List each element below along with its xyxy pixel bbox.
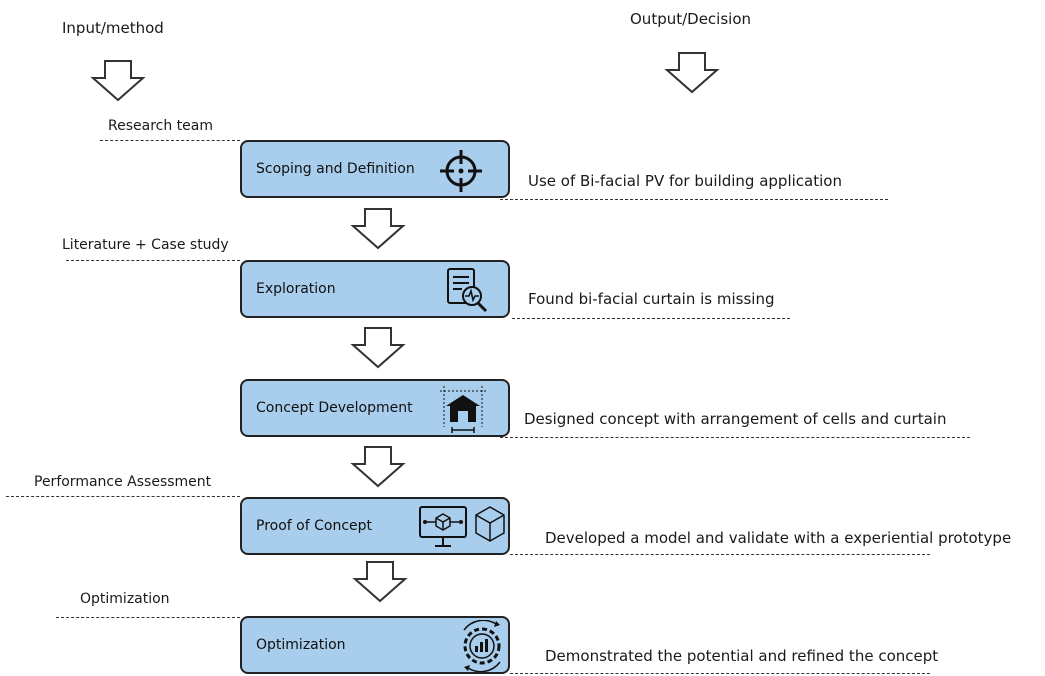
input-label-research-team: Research team (108, 118, 213, 134)
monitor-cube-icon (419, 506, 505, 547)
output-label-proof: Developed a model and validate with a ex… (545, 529, 1012, 547)
output-dashed-line (510, 673, 930, 674)
output-dashed-line (512, 318, 790, 319)
step-label: Optimization (256, 637, 346, 653)
step-box-concept-development: Concept Development (240, 379, 510, 437)
input-header-arrow (90, 60, 146, 102)
input-dashed-line (100, 140, 240, 141)
output-label-concept: Designed concept with arrangement of cel… (524, 410, 947, 428)
flow-arrow-4 (352, 561, 408, 603)
input-label-literature: Literature + Case study (62, 237, 229, 253)
output-label-scoping: Use of Bi-facial PV for building applica… (528, 172, 842, 190)
output-header-arrow (664, 52, 720, 94)
step-box-exploration: Exploration (240, 260, 510, 318)
output-dashed-line (500, 199, 888, 200)
gear-chart-icon (463, 620, 501, 672)
house-blueprint-icon (440, 386, 486, 433)
input-method-header: Input/method (62, 19, 164, 37)
step-label: Proof of Concept (256, 518, 372, 534)
flow-arrow-2 (350, 327, 406, 369)
document-analysis-icon (447, 268, 488, 313)
input-label-performance: Performance Assessment (34, 474, 212, 490)
flow-arrow-3 (350, 446, 406, 488)
step-box-optimization: Optimization (240, 616, 510, 674)
step-box-proof-of-concept: Proof of Concept (240, 497, 510, 555)
step-box-scoping: Scoping and Definition (240, 140, 510, 198)
step-label: Exploration (256, 281, 336, 297)
flow-arrow-1 (350, 208, 406, 250)
input-label-optimization: Optimization (80, 591, 170, 607)
step-label: Concept Development (256, 400, 413, 416)
input-dashed-line (56, 617, 240, 618)
input-dashed-line (66, 260, 240, 261)
step-label: Scoping and Definition (256, 161, 415, 177)
target-icon (440, 150, 482, 192)
output-decision-header: Output/Decision (630, 10, 752, 28)
output-dashed-line (500, 437, 970, 438)
output-label-exploration: Found bi-facial curtain is missing (528, 290, 775, 308)
input-dashed-line (6, 496, 240, 497)
output-label-optimization: Demonstrated the potential and refined t… (545, 647, 939, 665)
output-dashed-line (510, 554, 930, 555)
